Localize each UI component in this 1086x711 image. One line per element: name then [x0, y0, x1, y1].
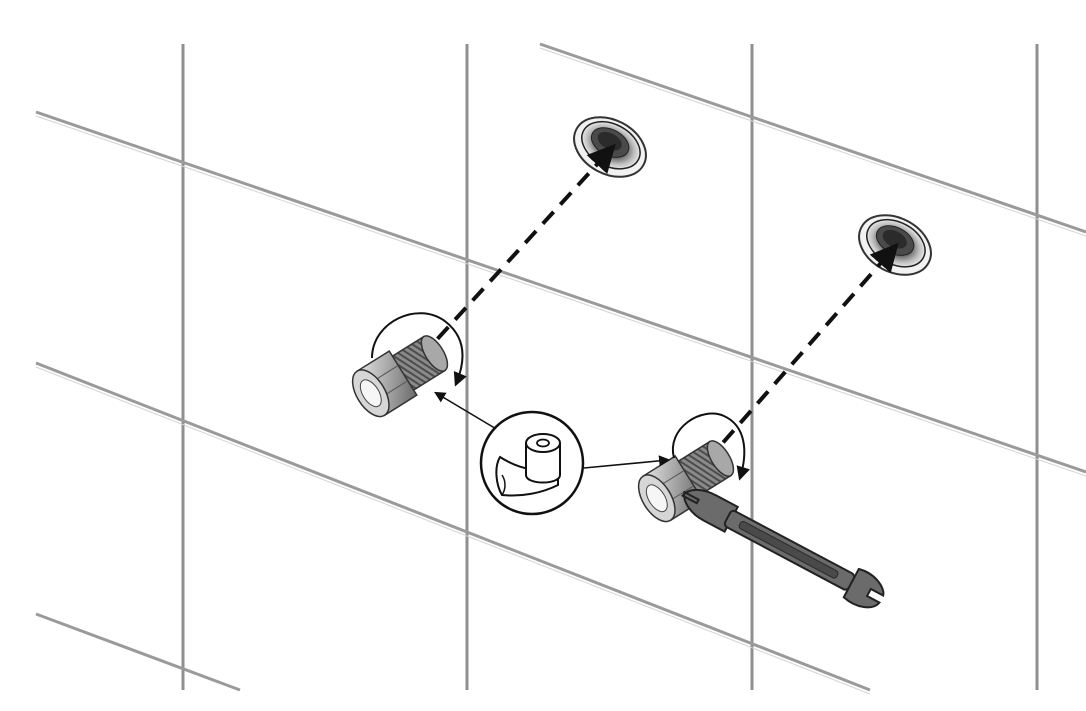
wall-outlet-right: [858, 214, 932, 276]
wall-outlet-left: [573, 116, 647, 178]
wall-grid: [181, 44, 1039, 690]
pipe-fitting-right: [637, 440, 735, 523]
rotation-arrow-right: [671, 412, 750, 481]
insertion-guide-left: [418, 143, 616, 360]
pipe-fitting-left: [351, 335, 449, 418]
thread-tape-roll-icon: [495, 433, 561, 497]
insertion-guide-right: [704, 242, 899, 464]
rotation-arrow-left: [371, 312, 467, 387]
wrench-icon: [681, 488, 885, 609]
wall-slanted-joints: [35, 42, 1086, 692]
